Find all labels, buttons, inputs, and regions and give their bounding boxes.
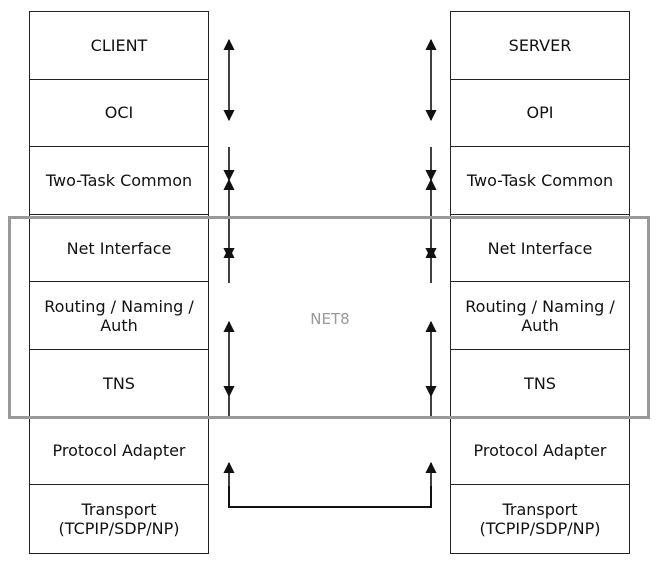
server-layer-transport: Transport (TCPIP/SDP/NP)	[479, 499, 601, 538]
net8-label: NET8	[310, 310, 350, 328]
server-layer-server: SERVER	[451, 12, 629, 80]
transport-connection-line	[228, 486, 432, 508]
server-layer-routing-naming-auth: Routing / Naming / Auth	[451, 282, 629, 350]
client-layer-client: CLIENT	[30, 12, 208, 80]
client-layer-protocol-adapter: Protocol Adapter	[30, 418, 208, 486]
client-stack: CLIENT OCI Two-Task Common Net Interface…	[29, 11, 209, 554]
client-layer-transport: Transport (TCPIP/SDP/NP)	[58, 499, 180, 538]
client-layer-two-task-common: Two-Task Common	[30, 147, 208, 215]
server-layer-net-interface: Net Interface	[451, 215, 629, 283]
client-layer-routing-naming-auth: Routing / Naming / Auth	[30, 282, 208, 350]
server-layer-protocol-adapter: Protocol Adapter	[451, 418, 629, 486]
client-layer-net-interface: Net Interface	[30, 215, 208, 283]
server-stack: SERVER OPI Two-Task Common Net Interface…	[450, 11, 630, 554]
client-layer-oci: OCI	[30, 80, 208, 148]
server-layer-opi: OPI	[451, 80, 629, 148]
server-layer-two-task-common: Two-Task Common	[451, 147, 629, 215]
